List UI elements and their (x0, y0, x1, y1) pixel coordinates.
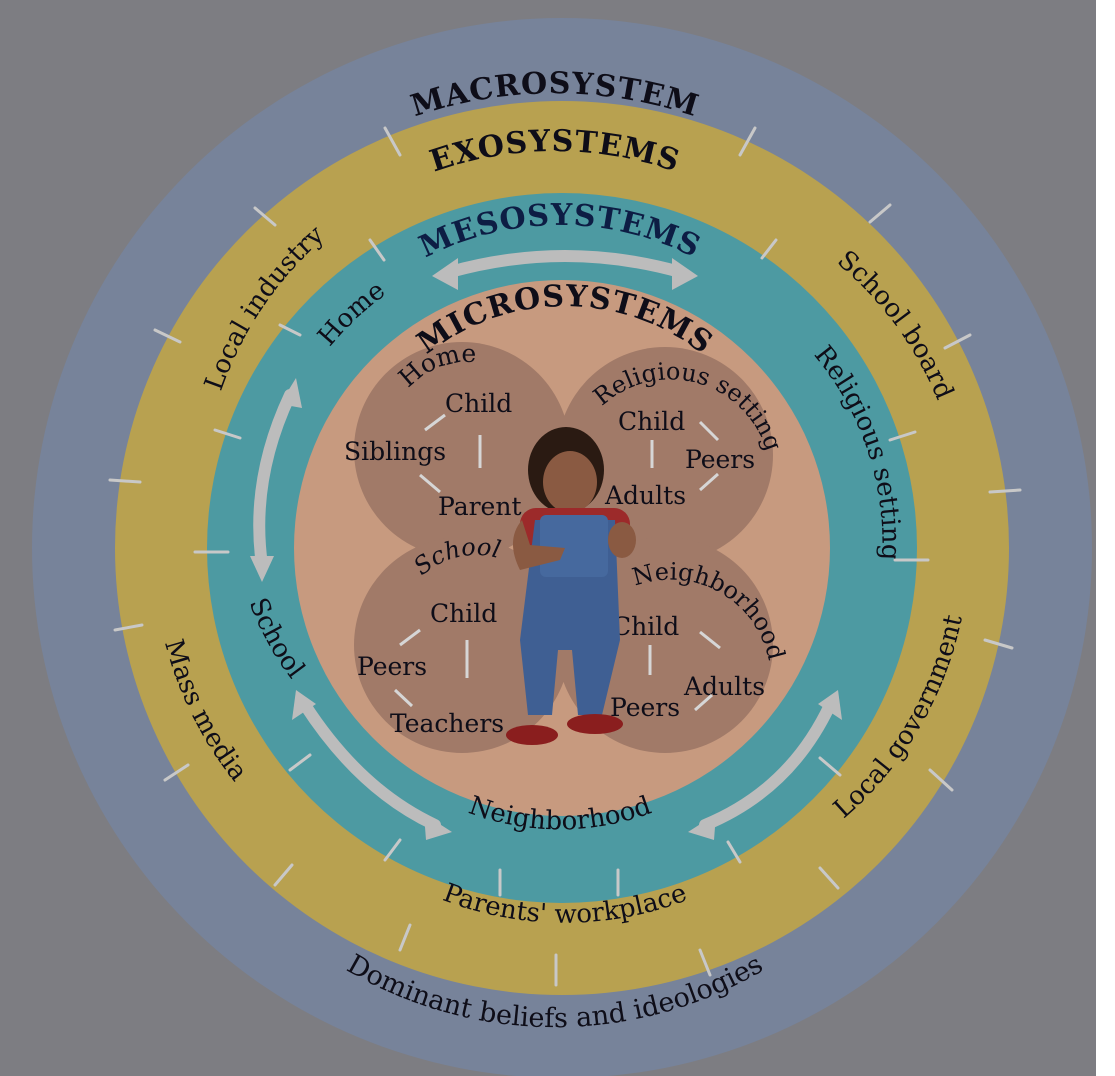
home-siblings: Siblings (344, 437, 446, 466)
school-teachers: Teachers (390, 709, 504, 738)
child-hand-right (608, 522, 636, 558)
neighborhood-adults: Adults (683, 672, 765, 701)
arrow-icon (110, 480, 140, 482)
neighborhood-peers: Peers (610, 693, 680, 722)
child-shoe-right (567, 714, 623, 734)
arrow-icon (990, 490, 1020, 492)
religious-peers: Peers (685, 445, 755, 474)
school-child: Child (430, 599, 497, 628)
school-peers: Peers (357, 652, 427, 681)
home-parent: Parent (438, 492, 522, 521)
neighborhood-child: Child (612, 612, 679, 641)
right-edge-strip (1096, 0, 1115, 1076)
child-shoe-left (506, 725, 558, 745)
religious-child: Child (618, 407, 685, 436)
child-face (543, 451, 597, 513)
home-child: Child (445, 389, 512, 418)
religious-adults: Adults (604, 481, 686, 510)
child-bib (540, 515, 608, 577)
